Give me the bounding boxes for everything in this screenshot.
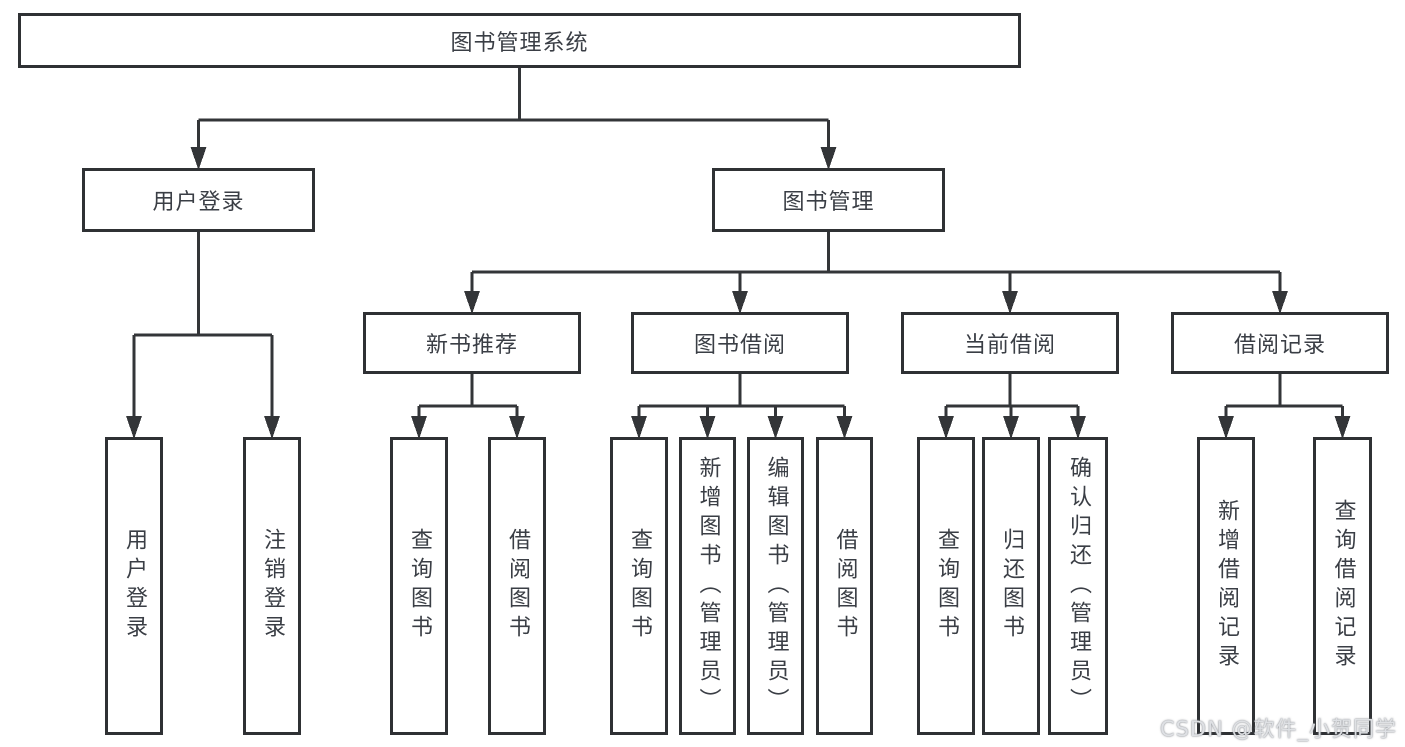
arrowhead-icon <box>1218 416 1234 439</box>
node-leaf-rec-query: 查询借阅记录 <box>1313 437 1372 735</box>
node-leaf-cur-return: 归还图书 <box>982 437 1040 735</box>
arrowhead-icon <box>938 416 954 439</box>
node-leaf-logout: 注销登录 <box>243 437 301 735</box>
node-mgmt: 图书管理 <box>712 168 945 232</box>
node-label-leaf-bw-borrow: 借阅图书 <box>832 528 858 644</box>
arrowhead-icon <box>190 147 207 170</box>
node-label-leaf-nr-query: 查询图书 <box>407 528 432 644</box>
node-login: 用户登录 <box>82 168 315 232</box>
node-leaf-nr-query: 查询图书 <box>390 437 448 735</box>
node-leaf-cur-confirm: 确认归还（管理员） <box>1048 437 1108 735</box>
node-root: 图书管理系统 <box>18 13 1021 68</box>
csdn-watermark: CSDN @软件_小贺同学 <box>1159 717 1397 741</box>
arrowhead-icon <box>264 416 280 439</box>
arrowhead-icon <box>767 416 784 439</box>
arrowhead-icon <box>509 416 525 439</box>
node-label-borrow: 图书借阅 <box>693 333 786 358</box>
node-label-current: 当前借阅 <box>963 333 1056 358</box>
arrowhead-icon <box>1334 416 1351 439</box>
node-leaf-cur-query: 查询图书 <box>917 437 975 735</box>
arrowhead-icon <box>631 416 647 439</box>
node-newrec: 新书推荐 <box>363 312 581 374</box>
node-leaf-bw-query: 查询图书 <box>610 437 668 735</box>
node-label-leaf-rec-query: 查询借阅记录 <box>1330 499 1356 673</box>
node-label-leaf-bw-add: 新增图书（管理员） <box>695 455 721 717</box>
node-current: 当前借阅 <box>901 312 1119 374</box>
node-label-mgmt: 图书管理 <box>782 190 875 215</box>
node-label-leaf-logout: 注销登录 <box>260 528 285 644</box>
node-borrow: 图书借阅 <box>631 312 849 374</box>
arrowhead-icon <box>1002 291 1018 314</box>
arrowhead-icon <box>732 291 748 314</box>
node-leaf-bw-borrow: 借阅图书 <box>816 437 873 735</box>
arrowhead-icon <box>1070 416 1086 439</box>
arrowhead-icon <box>126 416 142 439</box>
node-label-leaf-user-login: 用户登录 <box>122 528 147 644</box>
arrowhead-icon <box>411 416 427 439</box>
node-label-leaf-bw-query: 查询图书 <box>627 528 652 644</box>
node-label-leaf-bw-edit: 编辑图书（管理员） <box>763 455 789 717</box>
node-label-leaf-cur-return: 归还图书 <box>999 528 1024 644</box>
node-label-leaf-nr-borrow: 借阅图书 <box>505 528 530 644</box>
node-label-leaf-cur-confirm: 确认归还（管理员） <box>1066 455 1091 717</box>
node-label-leaf-rec-add: 新增借阅记录 <box>1214 499 1239 673</box>
node-label-login: 用户登录 <box>152 190 245 215</box>
node-label-newrec: 新书推荐 <box>425 333 518 358</box>
node-leaf-bw-add: 新增图书（管理员） <box>679 437 736 735</box>
node-leaf-nr-borrow: 借阅图书 <box>488 437 546 735</box>
node-leaf-bw-edit: 编辑图书（管理员） <box>747 437 804 735</box>
node-label-root: 图书管理系统 <box>450 30 589 56</box>
node-label-leaf-cur-query: 查询图书 <box>934 528 959 644</box>
arrowhead-icon <box>464 291 480 314</box>
node-leaf-rec-add: 新增借阅记录 <box>1197 437 1255 735</box>
node-records: 借阅记录 <box>1171 312 1389 374</box>
arrowhead-icon <box>820 147 837 170</box>
arrowhead-icon <box>836 416 853 439</box>
arrowhead-icon <box>699 416 716 439</box>
node-leaf-user-login: 用户登录 <box>105 437 163 735</box>
arrowhead-icon <box>1272 291 1288 314</box>
node-label-records: 借阅记录 <box>1233 333 1326 358</box>
arrowhead-icon <box>1003 416 1019 439</box>
